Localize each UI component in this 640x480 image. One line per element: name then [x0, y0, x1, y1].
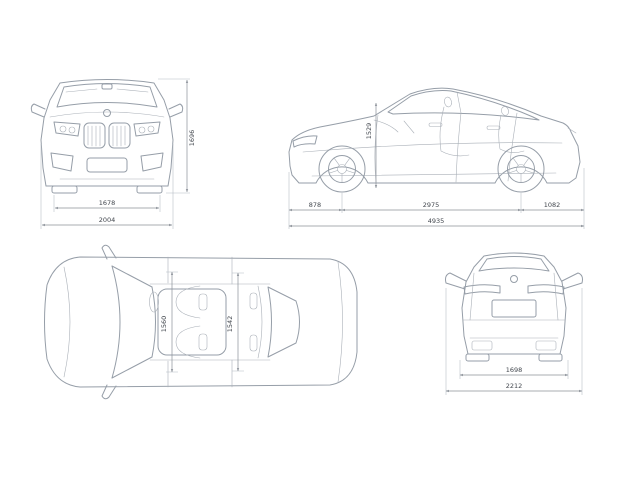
dim-overall-length-label: 4935: [428, 217, 445, 225]
front-headrest-right: [198, 333, 208, 351]
headlight-right: [133, 121, 161, 137]
headlight-left-lens2: [68, 126, 76, 134]
dashboard: [373, 119, 415, 134]
side-body-outline: [288, 87, 581, 184]
top-body-outline: [44, 256, 358, 388]
front-dimensions: 1696 1678 2004: [40, 78, 196, 229]
headlight-left-lens: [59, 125, 67, 133]
tailgate-line: [337, 261, 343, 383]
dim-front-interior-width-label: 1560: [160, 316, 168, 333]
dim-front-track-label: 1678: [99, 199, 116, 207]
rear-view: 1698 2212: [445, 252, 583, 395]
headlight-left: [53, 121, 81, 137]
door-handle-front: [428, 122, 443, 127]
rear-left-tire: [465, 353, 490, 362]
rear-headrest-right: [249, 334, 258, 352]
extension-lines: [288, 168, 585, 229]
taillight-right: [527, 284, 565, 295]
headlight-right-lens: [147, 125, 155, 133]
hood-line: [49, 111, 165, 118]
side-headlight: [292, 135, 318, 148]
front-left-tire: [51, 185, 78, 194]
sun-visors: [65, 88, 149, 93]
front-view: 1696 1678 2004: [30, 78, 196, 229]
rear-left-mirror: [445, 272, 467, 290]
interior-mirror: [101, 83, 113, 90]
front-right-tire: [136, 185, 163, 194]
taillight-left: [463, 284, 501, 295]
front-right-mirror: [168, 103, 184, 118]
hood-cut-line: [63, 266, 71, 378]
door-handle-rear: [486, 125, 501, 130]
tailgate-seams: [469, 272, 559, 321]
rear-body-outline: [461, 252, 567, 355]
windshield-sides: [111, 265, 153, 379]
license-plate-recess: [491, 299, 537, 318]
top-left-mirror: [101, 244, 117, 260]
headlight-right-lens2: [138, 126, 146, 134]
panorama-sunroof: [157, 288, 227, 356]
rear-window-glass: [478, 256, 550, 272]
rear-headrest-left: [249, 292, 258, 310]
roof-side-lines: [149, 283, 271, 361]
front-seat-right: [175, 325, 201, 359]
door-seams-top: [167, 256, 233, 388]
dim-front-overhang-label: 878: [309, 201, 321, 209]
grille-slats: [87, 125, 126, 147]
side-dimensions: 1529 878 2975 1082 4935: [288, 103, 585, 229]
side-intake-left: [50, 152, 74, 172]
top-dimensions: 1560 1542: [160, 271, 244, 373]
steering-wheel: [149, 291, 159, 313]
dim-cabin-height-label: 1529: [365, 123, 373, 140]
extension-lines: [445, 288, 583, 395]
front-body-outline: [40, 79, 174, 187]
character-line: [302, 142, 563, 153]
cowl-line: [111, 265, 121, 379]
rear-window: [267, 286, 300, 358]
kidney-grille-right: [108, 122, 131, 149]
dim-rear-track-label: 1698: [506, 366, 523, 374]
brand-roundel-front: [103, 109, 111, 117]
rear-seat: [498, 114, 525, 153]
front-door-seam: [374, 114, 379, 183]
extension-lines: [40, 78, 190, 229]
roof-front-arc: [151, 286, 156, 358]
exhaust-left: [471, 340, 493, 351]
dim-overall-width-label: 2004: [99, 216, 116, 224]
front-wheel: [318, 145, 366, 193]
front-seat-left: [175, 285, 201, 319]
front-windshield: [56, 83, 158, 108]
top-right-mirror: [101, 384, 117, 400]
dim-wheelbase-label: 2975: [423, 201, 440, 209]
rear-bench-back: [257, 285, 263, 359]
rear-dimensions: 1698 2212: [445, 288, 583, 395]
rear-right-tire: [538, 353, 563, 362]
front-headrest: [444, 96, 452, 108]
rocker-line: [311, 172, 557, 177]
dim-overall-height-label: 1696: [188, 130, 196, 147]
side-intake-right: [140, 152, 164, 172]
dim-mirror-width-label: 2212: [506, 382, 523, 390]
kidney-grille-left: [83, 122, 106, 149]
brand-roundel-rear: [510, 275, 518, 283]
rear-headrest: [501, 106, 509, 116]
center-air-intake: [86, 157, 128, 173]
top-view: 1560 1542: [44, 244, 358, 400]
rear-right-mirror: [561, 272, 583, 290]
front-left-mirror: [30, 103, 46, 118]
exhaust-right: [535, 340, 557, 351]
front-seat: [439, 106, 470, 157]
side-view: 1529 878 2975 1082 4935: [288, 87, 585, 229]
b-pillar: [456, 91, 462, 114]
door-seam: [455, 112, 462, 183]
side-glasshouse: [387, 90, 540, 121]
taillight-edge: [567, 127, 577, 134]
dim-rear-interior-width-label: 1542: [226, 316, 234, 333]
dim-rear-overhang-label: 1082: [544, 201, 561, 209]
rear-wheel: [497, 145, 545, 193]
front-headrest-left: [198, 293, 208, 311]
